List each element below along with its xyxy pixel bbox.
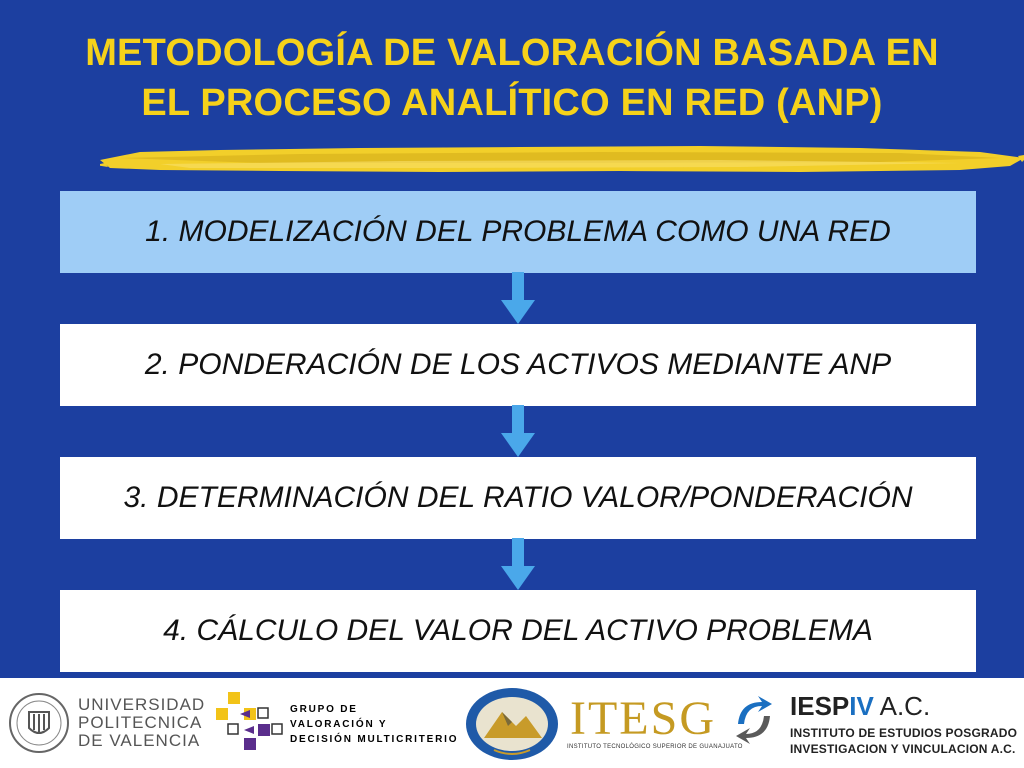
- iespiv-name: IESPIV A.C.: [790, 692, 930, 720]
- iespiv-line-1: INSTITUTO DE ESTUDIOS POSGRADO: [790, 726, 1018, 740]
- iespiv-name-b: IV: [849, 691, 874, 721]
- slide-background: METODOLOGÍA DE VALORACIÓN BASADA EN EL P…: [0, 0, 1024, 678]
- down-arrow-icon: [501, 538, 535, 590]
- title-line-2: EL PROCESO ANALÍTICO EN RED (ANP): [141, 82, 883, 124]
- down-arrow-icon: [501, 405, 535, 457]
- step-label-4: 4. CÁLCULO DEL VALOR DEL ACTIVO PROBLEMA: [163, 614, 873, 647]
- grupo-valoracion-logo: [216, 692, 283, 750]
- iespiv-name-a: IESP: [790, 691, 850, 721]
- step-label-2: 2. PONDERACIÓN DE LOS ACTIVOS MEDIANTE A…: [144, 348, 892, 381]
- iespiv-swirl-logo: [736, 696, 772, 744]
- upv-name: UNIVERSIDAD POLITECNICA DE VALENCIA: [78, 696, 205, 750]
- upv-line-2: POLITECNICA: [78, 713, 203, 732]
- iespiv-name-c: A.C.: [873, 691, 931, 721]
- brush-stroke-underline: [100, 146, 1024, 172]
- step-label-3: 3. DETERMINACIÓN DEL RATIO VALOR/PONDERA…: [123, 481, 913, 514]
- step-box-1: 1. MODELIZACIÓN DEL PROBLEMA COMO UNA RE…: [60, 191, 976, 273]
- grupo-name: GRUPO DE VALORACIÓN Y DECISIÓN MULTICRIT…: [290, 702, 458, 747]
- step-label-1: 1. MODELIZACIÓN DEL PROBLEMA COMO UNA RE…: [145, 215, 891, 248]
- iespiv-line-2: INVESTIGACION Y VINCULACION A.C.: [790, 742, 1016, 756]
- slide-title: METODOLOGÍA DE VALORACIÓN BASADA EN EL P…: [0, 28, 1024, 128]
- upv-seal-logo: [9, 693, 69, 753]
- grupo-line-3: DECISIÓN MULTICRITERIO: [290, 734, 459, 745]
- itesg-subtitle: INSTITUTO TECNOLÓGICO SUPERIOR DE GUANAJ…: [567, 744, 743, 750]
- itesg-name: ITESG: [570, 692, 716, 745]
- grupo-line-2: VALORACIÓN Y: [290, 719, 388, 730]
- upv-line-3: DE VALENCIA: [78, 731, 201, 750]
- upv-line-1: UNIVERSIDAD: [78, 695, 206, 714]
- logo-footer: UNIVERSIDAD POLITECNICA DE VALENCIA GRUP…: [0, 678, 1024, 768]
- step-box-4: 4. CÁLCULO DEL VALOR DEL ACTIVO PROBLEMA: [60, 590, 976, 672]
- step-box-2: 2. PONDERACIÓN DE LOS ACTIVOS MEDIANTE A…: [60, 324, 976, 406]
- down-arrow-icon: [501, 272, 535, 324]
- title-line-1: METODOLOGÍA DE VALORACIÓN BASADA EN: [85, 32, 939, 74]
- step-box-3: 3. DETERMINACIÓN DEL RATIO VALOR/PONDERA…: [60, 457, 976, 539]
- itesg-seal-logo: [466, 688, 558, 760]
- grupo-line-1: GRUPO DE: [290, 704, 358, 715]
